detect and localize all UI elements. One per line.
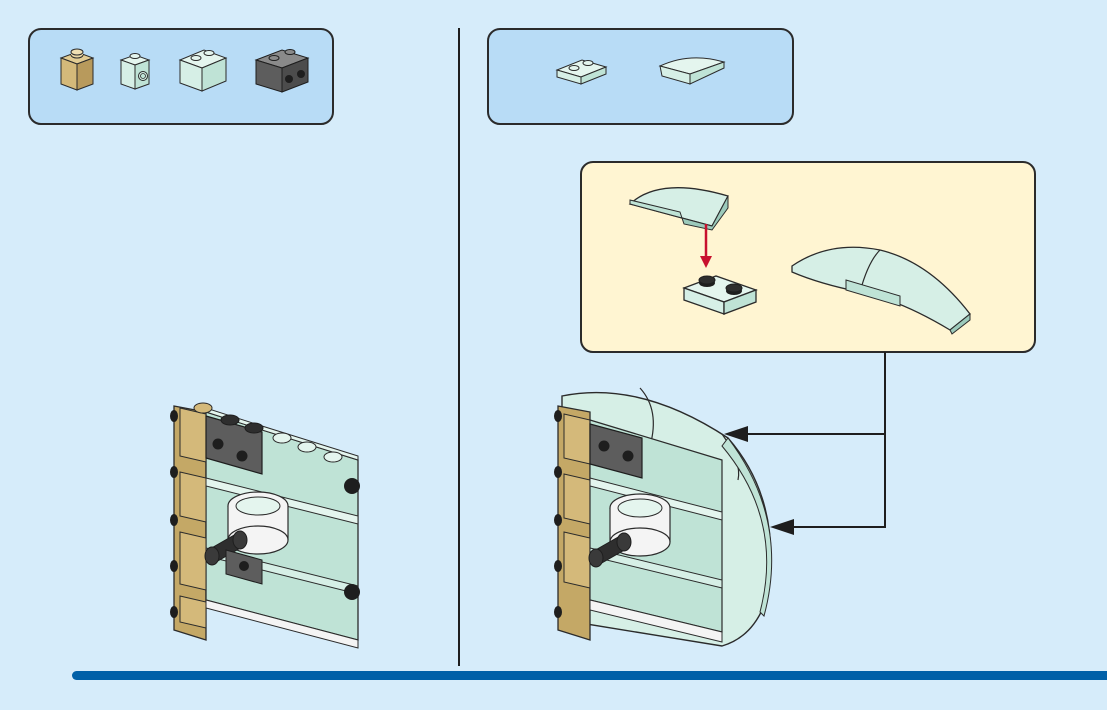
step-1-wall-model <box>170 403 360 648</box>
parts-list-step-2 <box>488 29 793 124</box>
parts-list-step-1 <box>29 29 333 124</box>
step-2-wall-model <box>554 388 772 646</box>
arrowhead-icon <box>770 519 794 535</box>
footer-bar <box>72 671 1107 680</box>
sand-green-1x1-brick-with-stud-icon <box>121 54 149 90</box>
subassembly-callout <box>581 162 1035 352</box>
